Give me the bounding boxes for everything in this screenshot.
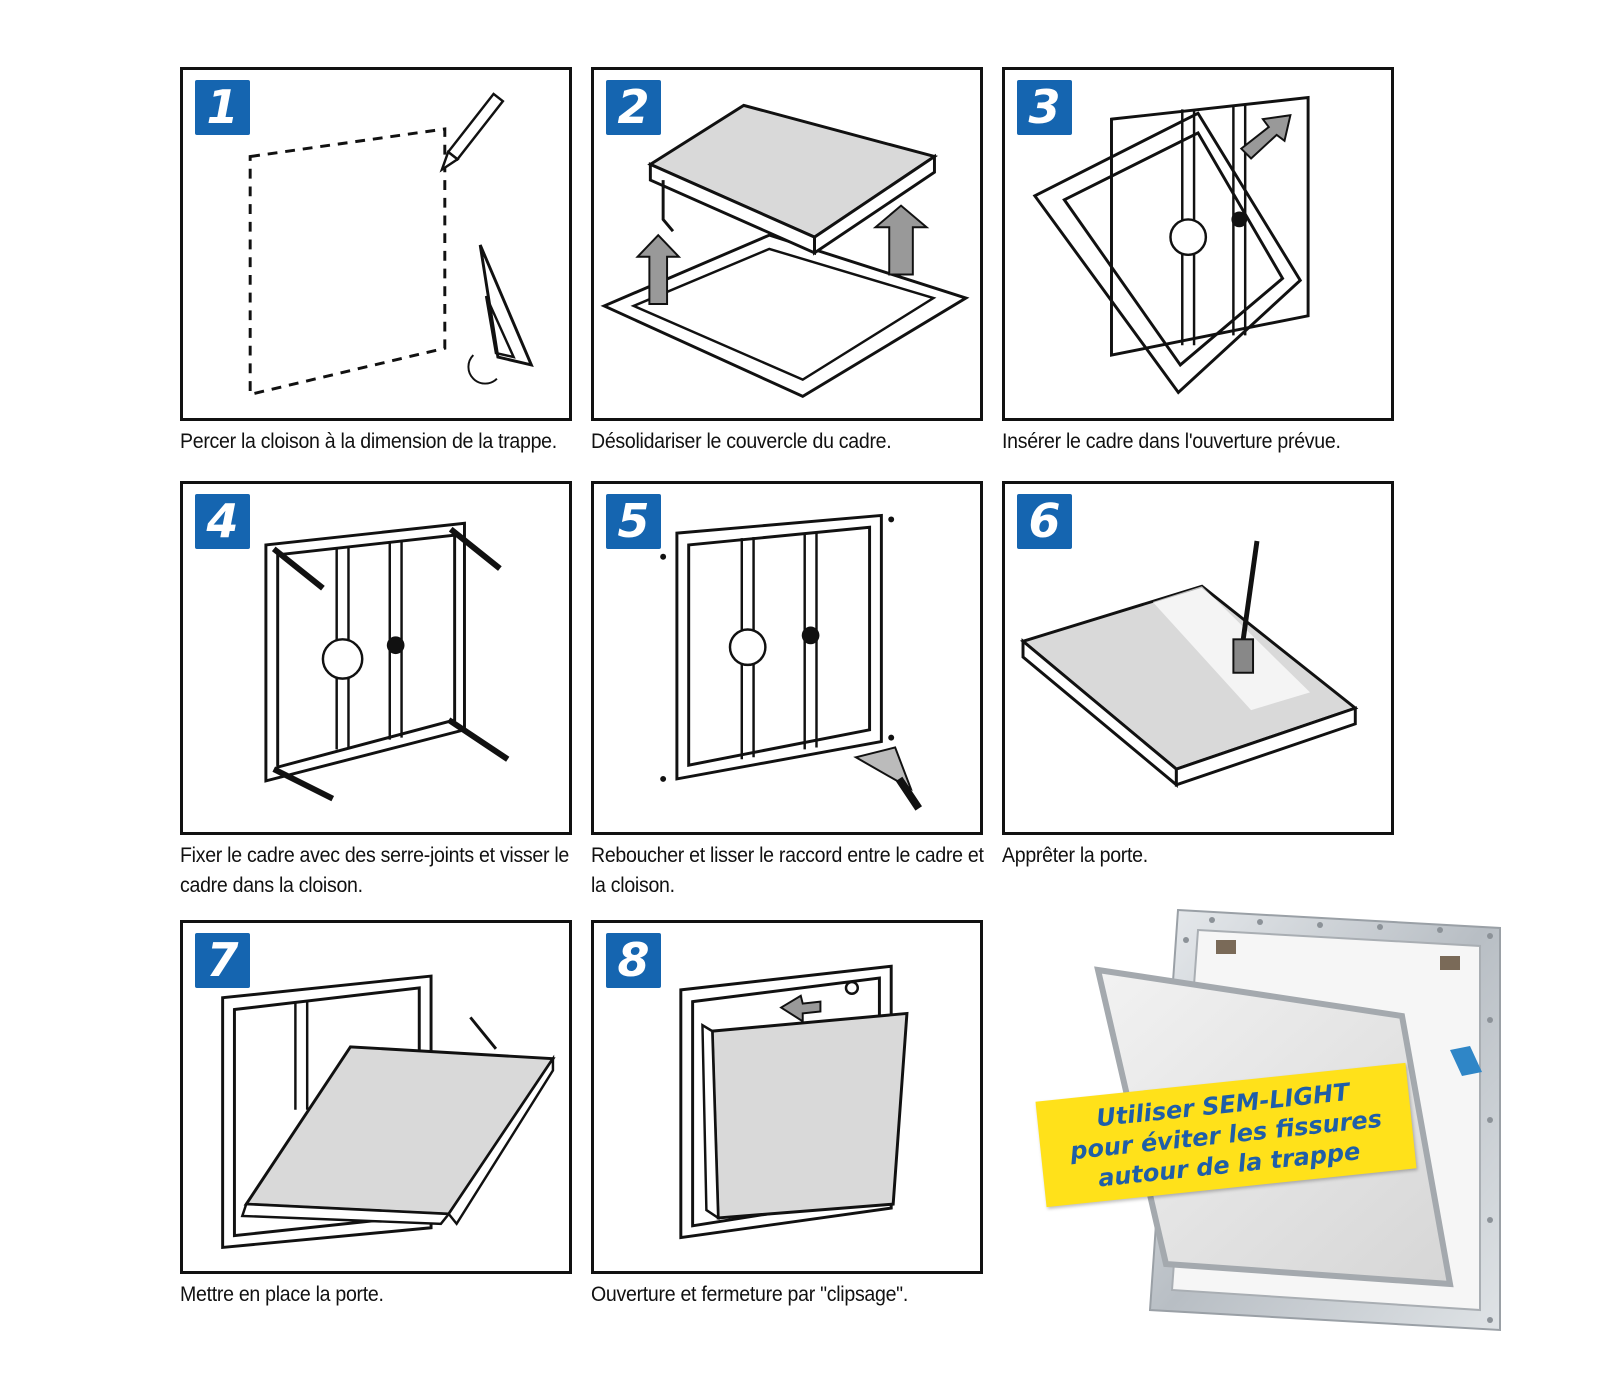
step-6-caption: Apprêter la porte. [1002, 844, 1148, 867]
step-2-caption: Désolidariser le couvercle du cadre. [591, 430, 892, 453]
step-8-caption: Ouverture et fermeture par "clipsage". [591, 1283, 908, 1306]
step-6-panel: 6 [1002, 481, 1394, 835]
step-1-caption: Percer la cloison à la dimension de la t… [180, 430, 557, 453]
step-3-caption: Insérer le cadre dans l'ouverture prévue… [1002, 430, 1341, 453]
step-1-panel: 1 [180, 67, 572, 421]
step-8-panel: 8 [591, 920, 983, 1274]
step-6-badge: 6 [1017, 494, 1072, 549]
step-7-caption: Mettre en place la porte. [180, 1283, 384, 1306]
step-5-panel: 5 [591, 481, 983, 835]
step-2-badge: 2 [606, 80, 661, 135]
clip-closing-illustration [679, 964, 909, 1240]
door-installation-illustration [221, 974, 556, 1250]
step-3-badge: 3 [1017, 80, 1072, 135]
door-priming-illustration [1019, 540, 1359, 788]
step-8-badge: 8 [606, 933, 661, 988]
frame-insertion-illustration [1032, 95, 1310, 395]
step-7-panel: 7 [180, 920, 572, 1274]
step-3-panel: 3 [1002, 67, 1394, 421]
step-5-badge: 5 [606, 494, 661, 549]
dashed-outline-pencil-illustration [248, 92, 534, 397]
frame-clamping-illustration [264, 521, 510, 802]
step-4-badge: 4 [195, 494, 250, 549]
step-7-badge: 7 [195, 933, 250, 988]
step-4-caption: Fixer le cadre avec des serre-joints et … [180, 844, 570, 897]
filling-joint-illustration [660, 513, 923, 811]
lid-frame-separation-illustration [600, 103, 970, 399]
step-1-badge: 1 [195, 80, 250, 135]
step-2-panel: 2 [591, 67, 983, 421]
step-4-panel: 4 [180, 481, 572, 835]
step-5-caption: Reboucher et lisser le raccord entre le … [591, 844, 984, 897]
